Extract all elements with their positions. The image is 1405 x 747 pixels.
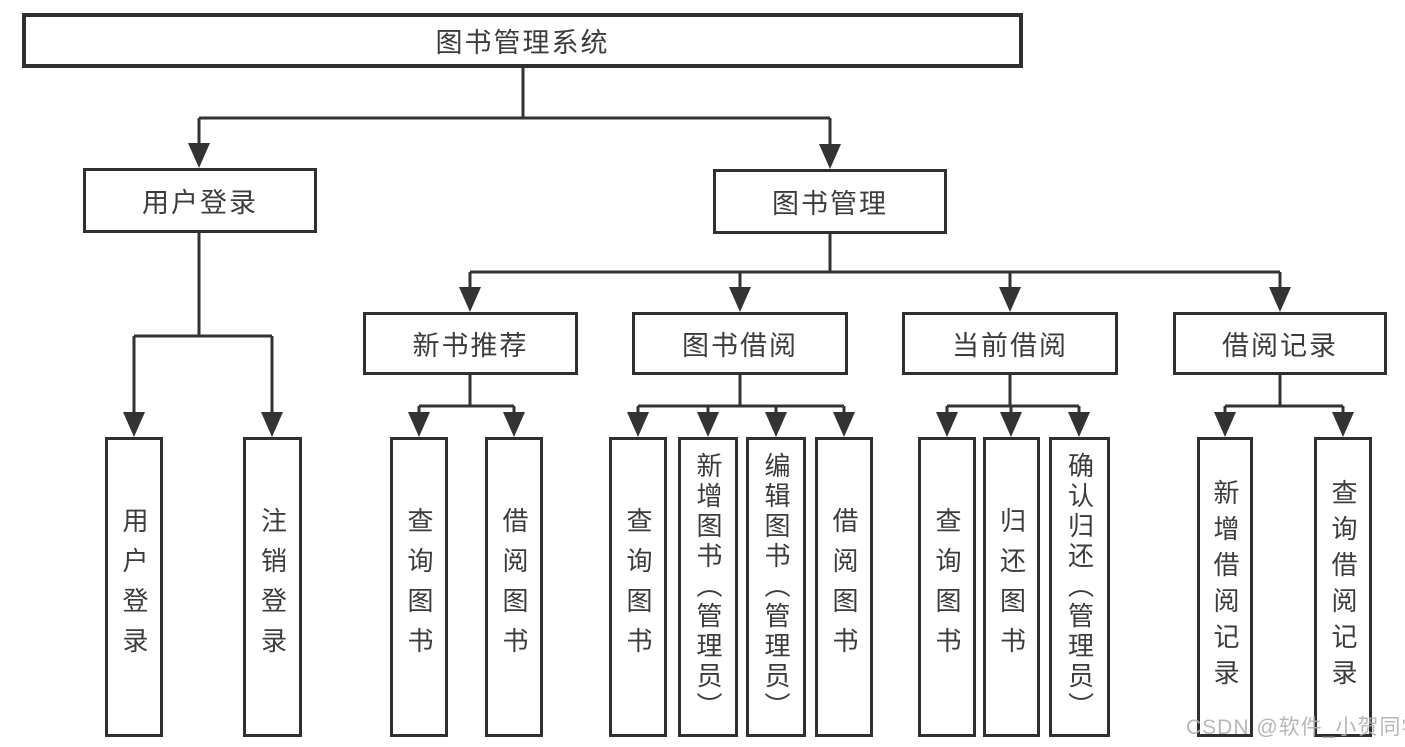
leaf-br-add-record: 新增借阅记录 [1197,437,1253,737]
leaf-br-add-record-label: 新增借阅记录 [1210,479,1240,695]
leaf-bb-query-books: 查询图书 [609,437,667,737]
node-book-management-label: 图书管理 [772,189,888,219]
node-book-borrowing-label: 图书借阅 [682,331,798,361]
node-book-management: 图书管理 [713,169,947,234]
node-borrowing-records: 借阅记录 [1173,312,1387,375]
node-root-library-system: 图书管理系统 [22,13,1023,68]
node-current-borrowing-label: 当前借阅 [952,331,1068,361]
leaf-bb-edit-books-admin: 编辑图书（管理员） [746,437,806,737]
node-user-login-label: 用户登录 [142,188,258,218]
leaf-user-login-label: 用户登录 [119,507,149,667]
leaf-nbr-borrow-books: 借阅图书 [485,437,543,737]
leaf-bb-borrow-books: 借阅图书 [815,437,873,737]
leaf-bb-edit-books-admin-label: 编辑图书（管理员） [761,452,791,722]
node-new-book-recommend: 新书推荐 [363,312,578,375]
leaf-cb-return-books: 归还图书 [983,437,1040,737]
leaf-bb-query-books-label: 查询图书 [623,507,653,667]
leaf-cb-confirm-return-admin-label: 确认归还（管理员） [1064,452,1095,722]
leaf-cb-query-books: 查询图书 [918,437,976,737]
node-root-label: 图书管理系统 [435,28,610,58]
leaf-nbr-borrow-books-label: 借阅图书 [499,507,529,667]
node-book-borrowing: 图书借阅 [632,312,848,375]
node-current-borrowing: 当前借阅 [902,312,1118,375]
leaf-bb-add-books-admin-label: 新增图书（管理员） [693,452,723,722]
node-borrowing-records-label: 借阅记录 [1222,331,1338,361]
node-user-login: 用户登录 [83,168,317,233]
leaf-cb-return-books-label: 归还图书 [996,507,1027,667]
leaf-cb-confirm-return-admin: 确认归还（管理员） [1049,437,1110,737]
leaf-bb-borrow-books-label: 借阅图书 [829,507,859,667]
leaf-br-query-record-label: 查询借阅记录 [1328,479,1358,695]
leaf-cb-query-books-label: 查询图书 [932,507,962,667]
leaf-nbr-query-books: 查询图书 [390,437,448,737]
leaf-nbr-query-books-label: 查询图书 [404,507,434,667]
watermark: CSDN @软件_小贺同学 [1186,716,1405,739]
leaf-logout: 注销登录 [243,437,302,737]
leaf-bb-add-books-admin: 新增图书（管理员） [678,437,738,737]
node-new-book-recommend-label: 新书推荐 [412,331,529,361]
leaf-logout-label: 注销登录 [257,507,288,667]
leaf-user-login: 用户登录 [105,437,163,737]
leaf-br-query-record: 查询借阅记录 [1314,437,1372,737]
arrowheads [123,143,1354,437]
